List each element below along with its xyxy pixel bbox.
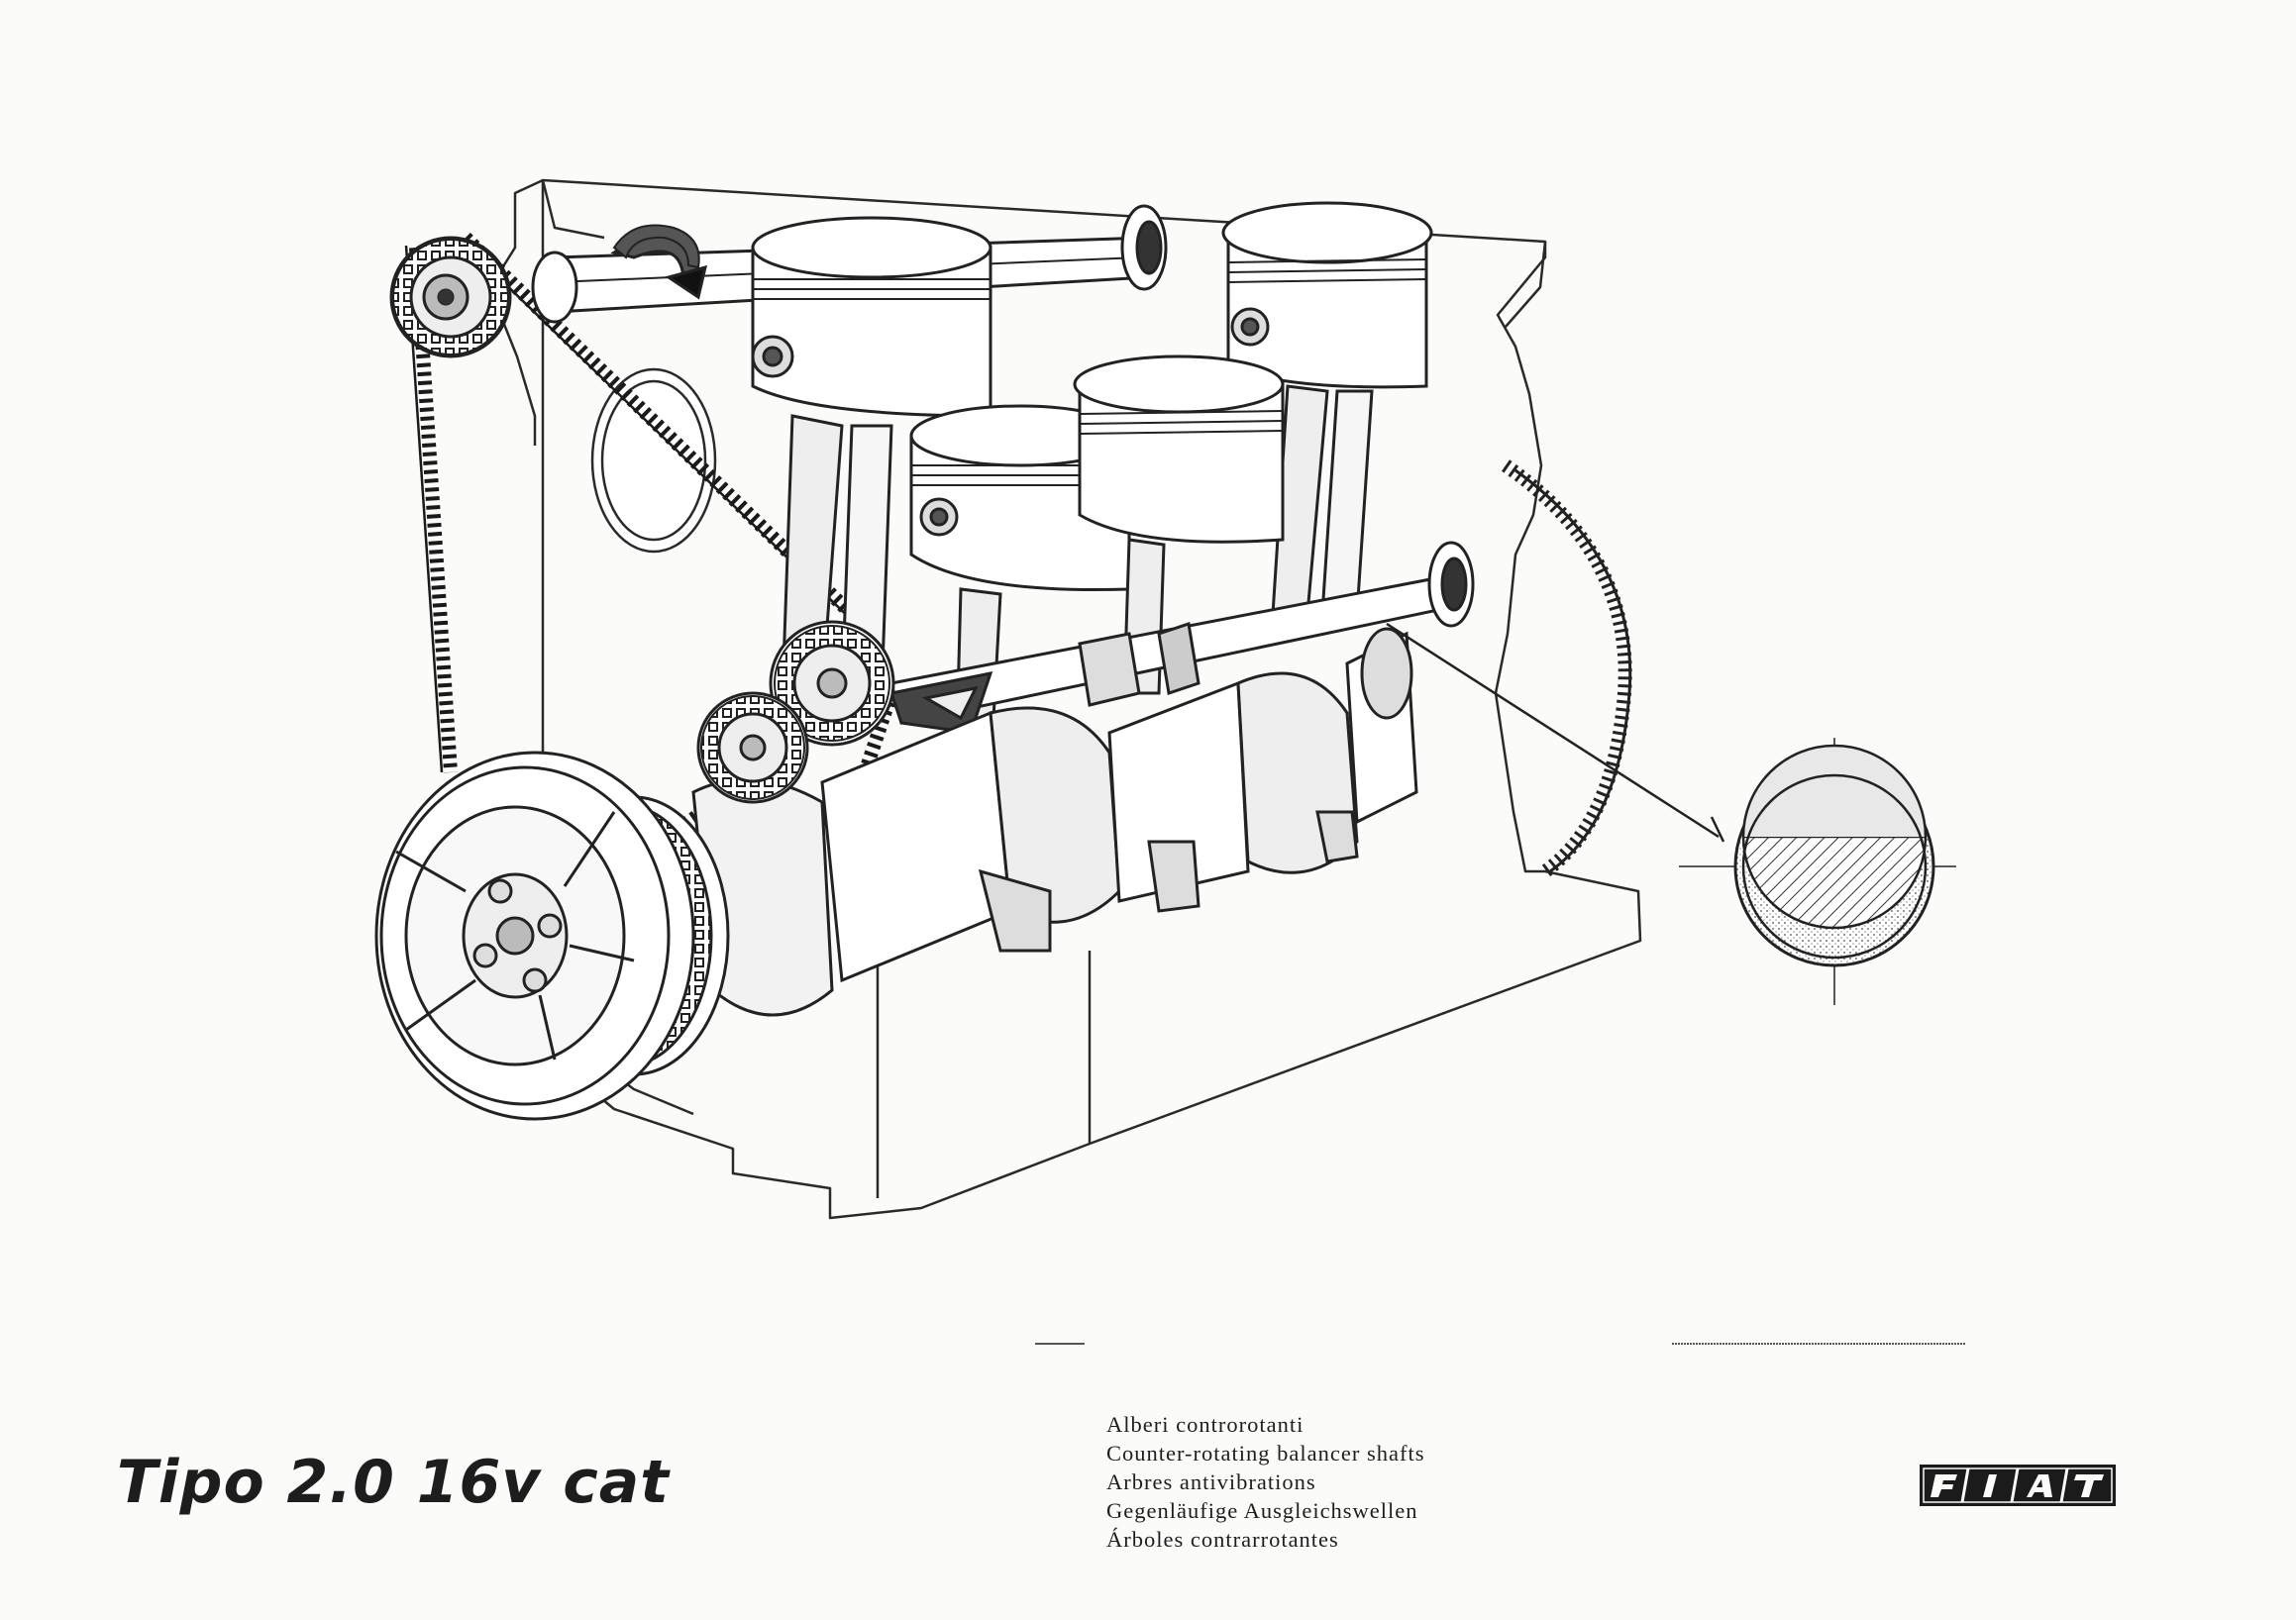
fiat-logo: [1920, 1465, 2116, 1506]
crankshaft: [691, 627, 1418, 1017]
rotation-arrow-icon: [612, 224, 700, 269]
flywheel-ring-gear: [1502, 459, 1632, 877]
pistons: [751, 201, 1433, 774]
upper-sprocket: [389, 236, 578, 358]
caption-block: Alberi controrotanti Counter-rotating ba…: [1106, 1410, 1424, 1554]
caption-english: Counter-rotating balancer shafts: [1106, 1441, 1425, 1466]
caption-spanish: Árboles contrarrotantes: [1106, 1527, 1339, 1552]
model-title: Tipo 2.0 16v cat: [117, 1448, 670, 1517]
caption-german: Gegenläufige Ausgleichswellen: [1106, 1498, 1418, 1523]
caption-french: Arbres antivibrations: [1106, 1469, 1316, 1494]
section-detail: [1386, 622, 1956, 1005]
caption-italian: Alberi controrotanti: [1106, 1412, 1305, 1437]
crankshaft-pulley: [374, 751, 730, 1121]
lower-balancer-shaft: [889, 541, 1475, 735]
balancer-sprockets: [696, 620, 895, 804]
